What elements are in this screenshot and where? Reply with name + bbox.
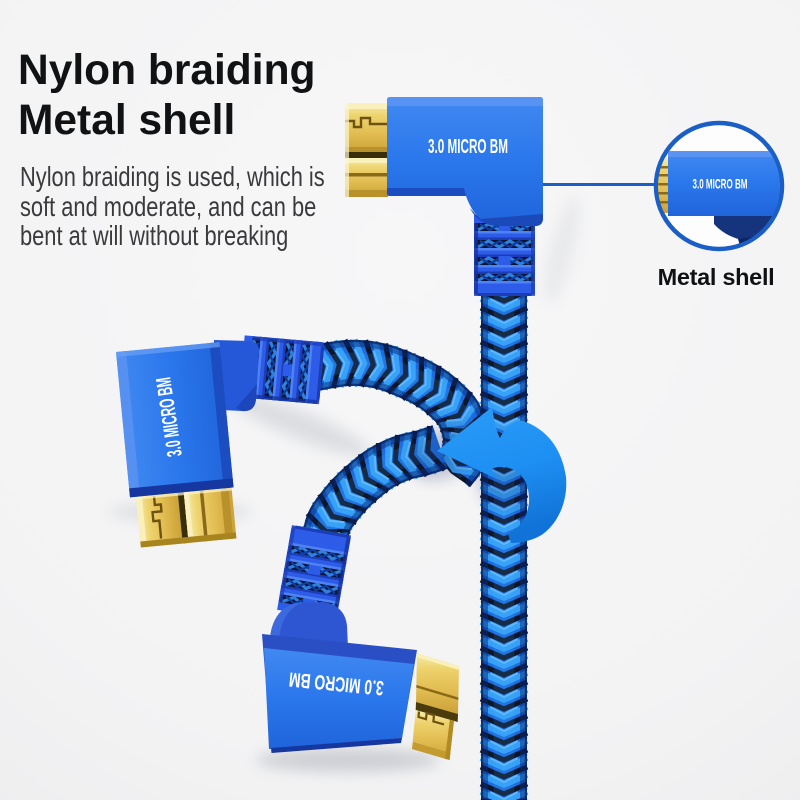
- svg-text:3.0 MICRO BM: 3.0 MICRO BM: [428, 136, 508, 158]
- svg-text:3.0 MICRO BM: 3.0 MICRO BM: [693, 176, 748, 192]
